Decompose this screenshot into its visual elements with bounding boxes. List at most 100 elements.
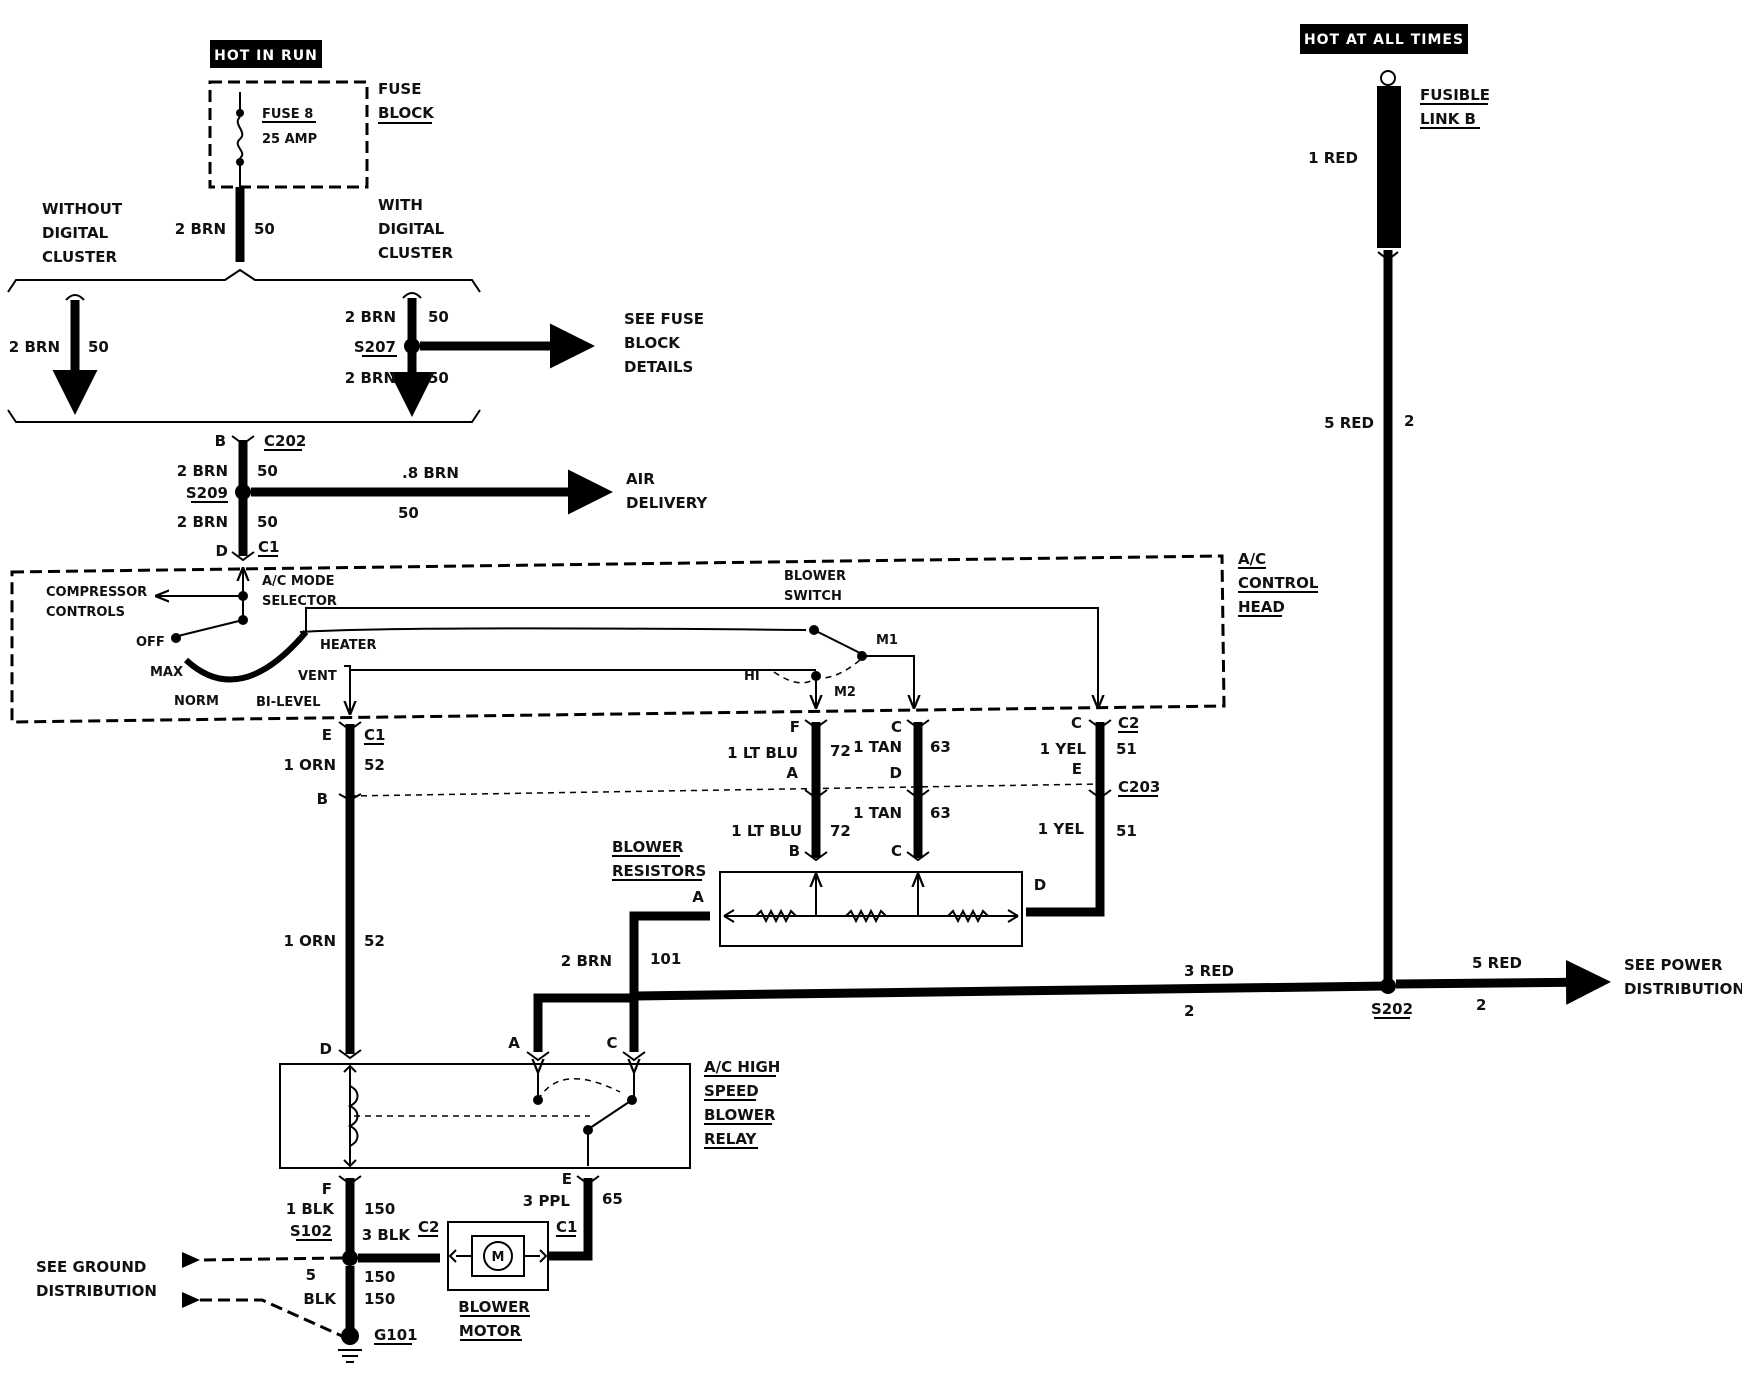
diagram-label: 1 ORN [283,932,336,950]
diagram-label: COMPRESSOR [46,585,147,600]
diagram-label: A/C MODE [262,574,335,589]
connector-c202: C202 [264,432,306,450]
wire-red-5-out [1395,959,1611,1005]
diagram-label: 2 BRN [345,308,396,326]
fuse-label: FUSE 8 [262,107,313,122]
diagram-label: SEE POWER [1624,956,1723,974]
splice-s209 [235,484,251,500]
diagram-label: E [562,1170,572,1188]
diagram-label: C [606,1034,617,1052]
wire-fuse-out-gauge: 2 BRN [175,220,226,238]
diagram-label: 5 RED [1324,414,1374,432]
wire-fuse-out-circuit: 50 [254,220,275,238]
diagram-label: 3 BLK [362,1226,412,1244]
diagram-label: CLUSTER [42,248,117,266]
blower-motor: M BLOWER MOTOR [447,1221,549,1341]
diagram-label: CLUSTER [378,244,453,262]
blower-switch: BLOWER SWITCH HI M1 M2 [744,569,914,706]
diagram-label: 150 [364,1290,395,1308]
diagram-label: SEE GROUND [36,1258,146,1276]
diagram-label: D [1034,876,1046,894]
wire-to-ground-dist-2 [200,1298,343,1338]
ac-high-speed-blower-relay: A C A/C HIGH SPEED BLOWER RELAY [279,1034,780,1169]
wire-to-ground-dist-1 [199,1256,343,1262]
diagram-label: MAX [150,665,183,680]
ac-mode-selector: A/C MODE SELECTOR COMPRESSOR CONTROLS OF… [46,570,377,710]
diagram-label: 1 TAN [853,738,902,756]
diagram-label: 2 BRN [177,513,228,531]
splice-s102-label: S102 [290,1222,332,1240]
diagram-label: C1 [364,726,385,744]
diagram-label: F [322,1180,332,1198]
splice-s207-label: S207 [354,338,396,356]
diagram-label: A/C [1238,550,1266,568]
diagram-label: FUSIBLE [1420,86,1490,104]
diagram-label: 1 BLK [286,1200,336,1218]
diagram-label: CONTROLS [46,605,125,620]
diagram-label: C1 [258,538,279,556]
fusible-link-b: FUSIBLE LINK B 1 RED [1308,70,1490,248]
hot-at-all-times-label: HOT AT ALL TIMES [1304,32,1464,48]
diagram-label: E [322,726,332,744]
diagram-label: BLOWER [704,1106,776,1124]
diagram-label: BLOCK [624,334,681,352]
diagram-label: C2 [1118,714,1139,732]
diagram-label: 50 [257,462,278,480]
diagram-label: VENT [298,669,337,684]
splice-s202 [1380,978,1396,994]
diagram-label: CONTROL [1238,574,1319,592]
fuse-block-label-2: BLOCK [378,104,435,122]
diagram-label: C [891,718,902,736]
diagram-label: WITHOUT [42,200,123,218]
diagram-label: SELECTOR [262,594,337,609]
diagram-label: OFF [136,635,165,650]
diagram-label: D [890,764,902,782]
diagram-label: C1 [556,1218,577,1236]
wire-yel-51 [1034,722,1105,917]
wire-ppl-65 [548,1178,593,1261]
diagram-label: 1 YEL [1040,740,1087,758]
blower-resistors: BLOWER RESISTORS A [612,838,1023,947]
ground-g101-label: G101 [374,1326,418,1344]
diagram-label: 50 [257,513,278,531]
diagram-label: B [317,790,328,808]
diagram-label: HEATER [320,638,377,653]
diagram-label: 72 [830,822,851,840]
diagram-label: 63 [930,738,951,756]
diagram-label: 50 [88,338,109,356]
diagram-label: A [692,888,704,906]
diagram-label: F [790,718,800,736]
diagram-label: 5 [306,1266,316,1284]
wire-red-3 [533,981,1389,1052]
diagram-label: 51 [1116,740,1137,758]
fuse-amp-label: 25 AMP [262,132,317,147]
hot-in-run-label: HOT IN RUN [214,48,318,64]
diagram-label: 2 [1184,1002,1194,1020]
diagram-label: D [216,542,228,560]
diagram-label: C2 [418,1218,439,1236]
motor-m-symbol: M [492,1250,505,1265]
ac-control-head: A/C CONTROL HEAD [10,550,1319,724]
diagram-label: WITH [378,196,423,214]
diagram-label: HEAD [1238,598,1285,616]
diagram-label: 50 [428,308,449,326]
diagram-label: 63 [930,804,951,822]
splice-s209-label: S209 [186,484,228,502]
diagram-label: BI-LEVEL [256,695,321,710]
diagram-label: 2 BRN [561,952,612,970]
diagram-label: RESISTORS [612,862,706,880]
diagram-label: 1 LT BLU [731,822,802,840]
diagram-label: 2 [1404,412,1414,430]
diagram-label: .8 BRN [402,464,459,482]
diagram-label: LINK B [1420,110,1476,128]
diagram-label: 2 BRN [345,369,396,387]
diagram-label: SPEED [704,1082,759,1100]
diagram-label: 2 [1476,996,1486,1014]
connector-c203-line [349,783,1101,797]
diagram-label: D [320,1040,332,1058]
diagram-label: 5 RED [1472,954,1522,972]
diagram-label: 50 [428,369,449,387]
diagram-label: C [1071,714,1082,732]
diagram-label: MOTOR [459,1322,522,1340]
diagram-label: NORM [174,694,219,709]
